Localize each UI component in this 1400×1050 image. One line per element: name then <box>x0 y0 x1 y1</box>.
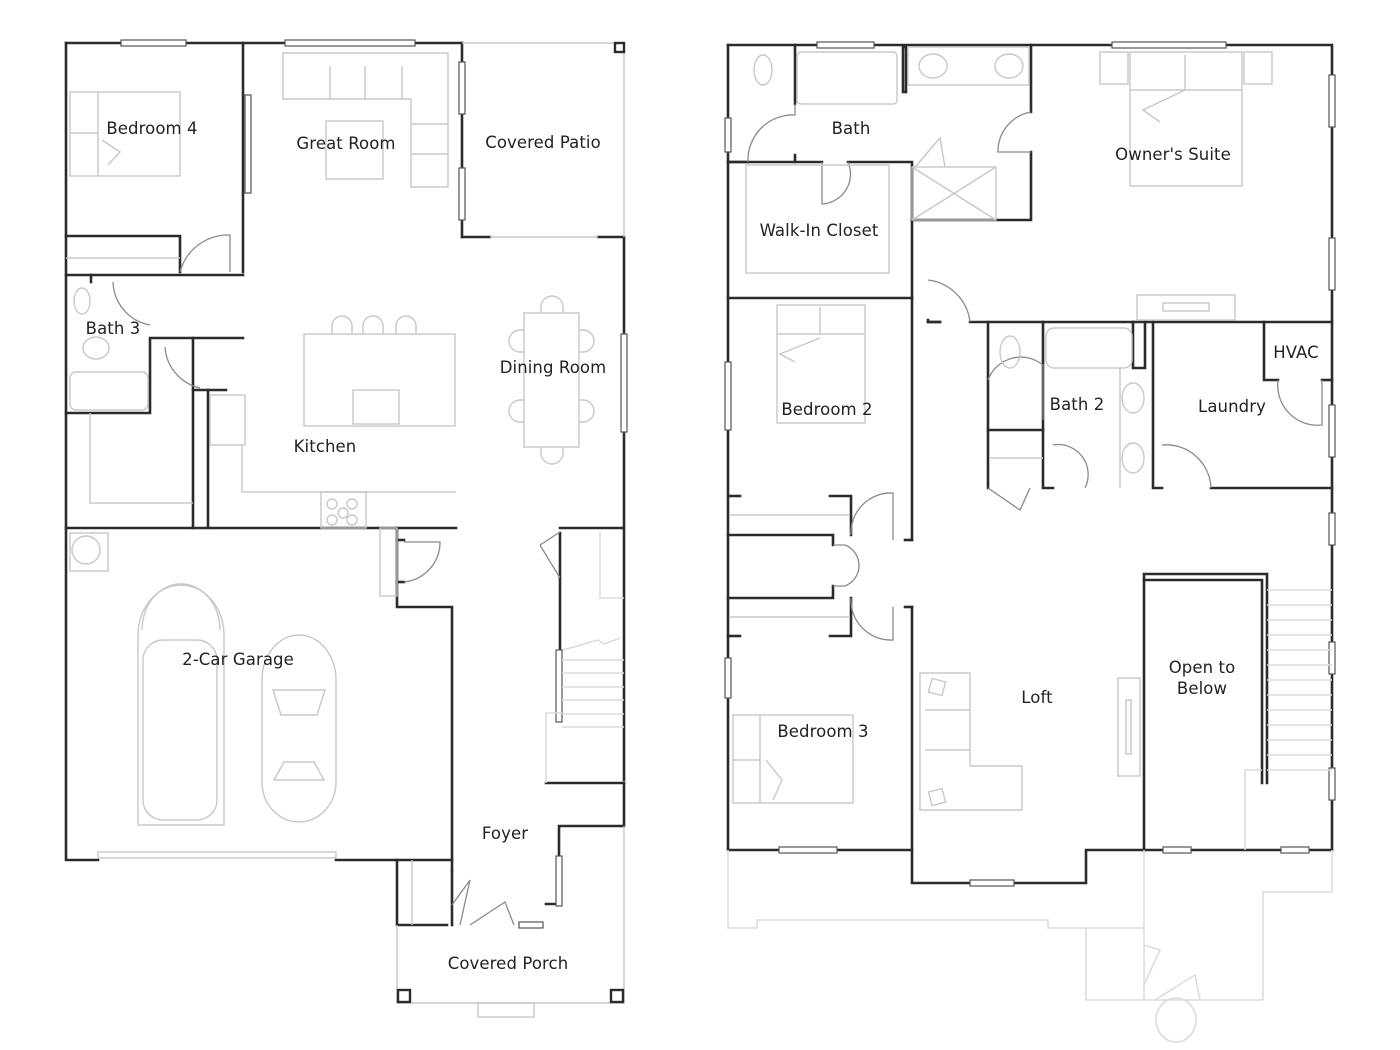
room-label-bath-3: Bath 3 <box>85 319 141 338</box>
room-label-great-room: Great Room <box>296 134 396 153</box>
room-label-bath: Bath <box>831 119 871 138</box>
room-label-covered-patio: Covered Patio <box>485 133 601 152</box>
room-label-owners-suite: Owner's Suite <box>1115 145 1231 164</box>
room-label-hvac: HVAC <box>1273 343 1319 362</box>
room-label-loft: Loft <box>1021 688 1053 707</box>
room-label-garage: 2-Car Garage <box>182 650 294 669</box>
room-label-bath-2: Bath 2 <box>1049 395 1105 414</box>
room-label-walk-in-closet: Walk-In Closet <box>759 221 879 240</box>
room-label-foyer: Foyer <box>481 824 529 843</box>
room-label-bedroom-2: Bedroom 2 <box>781 400 873 419</box>
room-label-laundry: Laundry <box>1198 397 1266 416</box>
room-label-bedroom-4: Bedroom 4 <box>106 119 198 138</box>
second-floor-plan <box>724 41 1336 1043</box>
room-label-open-to-below-line2: Below <box>1176 679 1228 698</box>
first-floor-plan <box>64 39 628 1018</box>
room-label-dining-room: Dining Room <box>499 358 607 377</box>
room-label-kitchen: Kitchen <box>293 437 357 456</box>
room-label-bedroom-3: Bedroom 3 <box>777 722 869 741</box>
room-label-open-to-below: Open to <box>1168 658 1236 677</box>
room-label-covered-porch: Covered Porch <box>447 954 569 973</box>
